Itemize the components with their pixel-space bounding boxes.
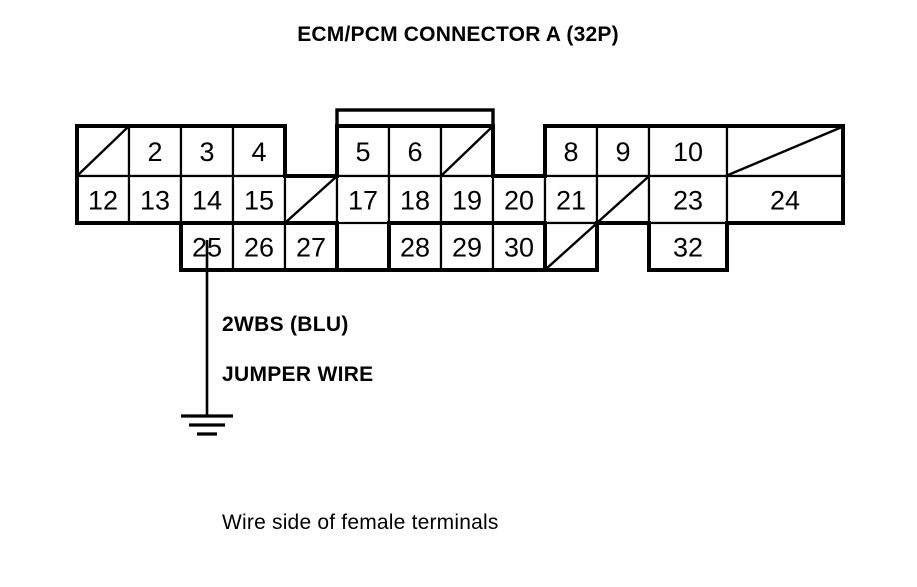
blank-terminal-diagonal-icon <box>285 176 337 223</box>
connector-latch-tab <box>335 108 495 128</box>
blank-terminal-diagonal-icon <box>597 176 649 223</box>
terminal-number: 15 <box>244 186 274 216</box>
connector-cell <box>439 174 495 225</box>
terminal-number: 3 <box>199 137 214 167</box>
terminal-number: 29 <box>452 233 482 263</box>
wire-label-color: 2WBS (BLU) <box>222 313 349 336</box>
terminal-number: 2 <box>147 137 162 167</box>
connector-cell <box>439 221 495 272</box>
connector-cell <box>231 221 287 272</box>
terminal-number: 20 <box>504 186 534 216</box>
terminal-number: 13 <box>140 186 170 216</box>
ground-symbol <box>181 414 233 436</box>
page-title: ECM/PCM CONNECTOR A (32P) <box>297 23 619 46</box>
blank-terminal-diagonal-icon <box>77 126 129 176</box>
connector-row-1: 2 3 4 5 6 8 9 10 <box>75 124 845 178</box>
blank-terminal-diagonal-icon <box>545 223 597 270</box>
terminal-number: 6 <box>407 137 422 167</box>
terminal-number: 26 <box>244 233 274 263</box>
terminal-number: 12 <box>88 186 118 216</box>
terminal-number: 17 <box>348 186 378 216</box>
connector-outline-bottom <box>179 223 339 272</box>
terminal-number: 10 <box>673 137 703 167</box>
blank-terminal-diagonal-icon <box>441 126 493 176</box>
terminal-number: 23 <box>673 186 703 216</box>
connector-outline-bottom-right <box>647 223 729 272</box>
terminal-number: 14 <box>192 186 222 216</box>
connector-cell <box>387 174 443 225</box>
terminal-number: 24 <box>770 186 800 216</box>
connector-cell <box>647 221 729 272</box>
terminal-number: 9 <box>615 137 630 167</box>
terminal-number: 32 <box>673 233 703 263</box>
connector-row-2: 12 13 14 15 17 18 19 20 21 23 24 <box>75 174 845 225</box>
blank-terminal-diagonal-icon <box>727 125 843 177</box>
terminal-number: 28 <box>400 233 430 263</box>
connector-cell <box>231 174 287 225</box>
connector-outline-bottom-mid <box>387 223 599 272</box>
terminal-number: 5 <box>355 137 370 167</box>
terminal-number: 21 <box>556 186 586 216</box>
terminal-number: 18 <box>400 186 430 216</box>
terminal-number: 4 <box>251 137 266 167</box>
connector-cell <box>179 174 235 225</box>
connector-cell <box>283 221 339 272</box>
terminal-number: 30 <box>504 233 534 263</box>
diagram-caption: Wire side of female terminals <box>222 511 499 534</box>
terminal-number: 27 <box>296 233 326 263</box>
terminal-number: 19 <box>452 186 482 216</box>
terminal-number: 8 <box>563 137 578 167</box>
connector-cell <box>127 124 183 178</box>
wire-label-type: JUMPER WIRE <box>222 363 373 386</box>
